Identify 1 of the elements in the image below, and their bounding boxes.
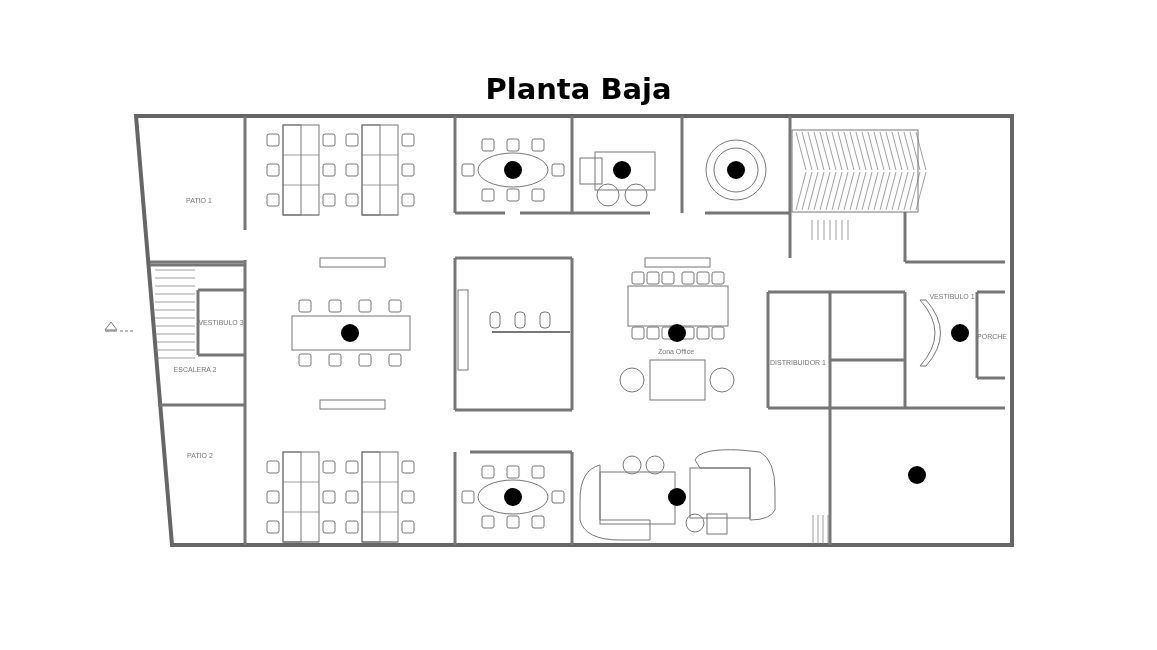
plan-title: Planta Baja	[484, 74, 673, 106]
